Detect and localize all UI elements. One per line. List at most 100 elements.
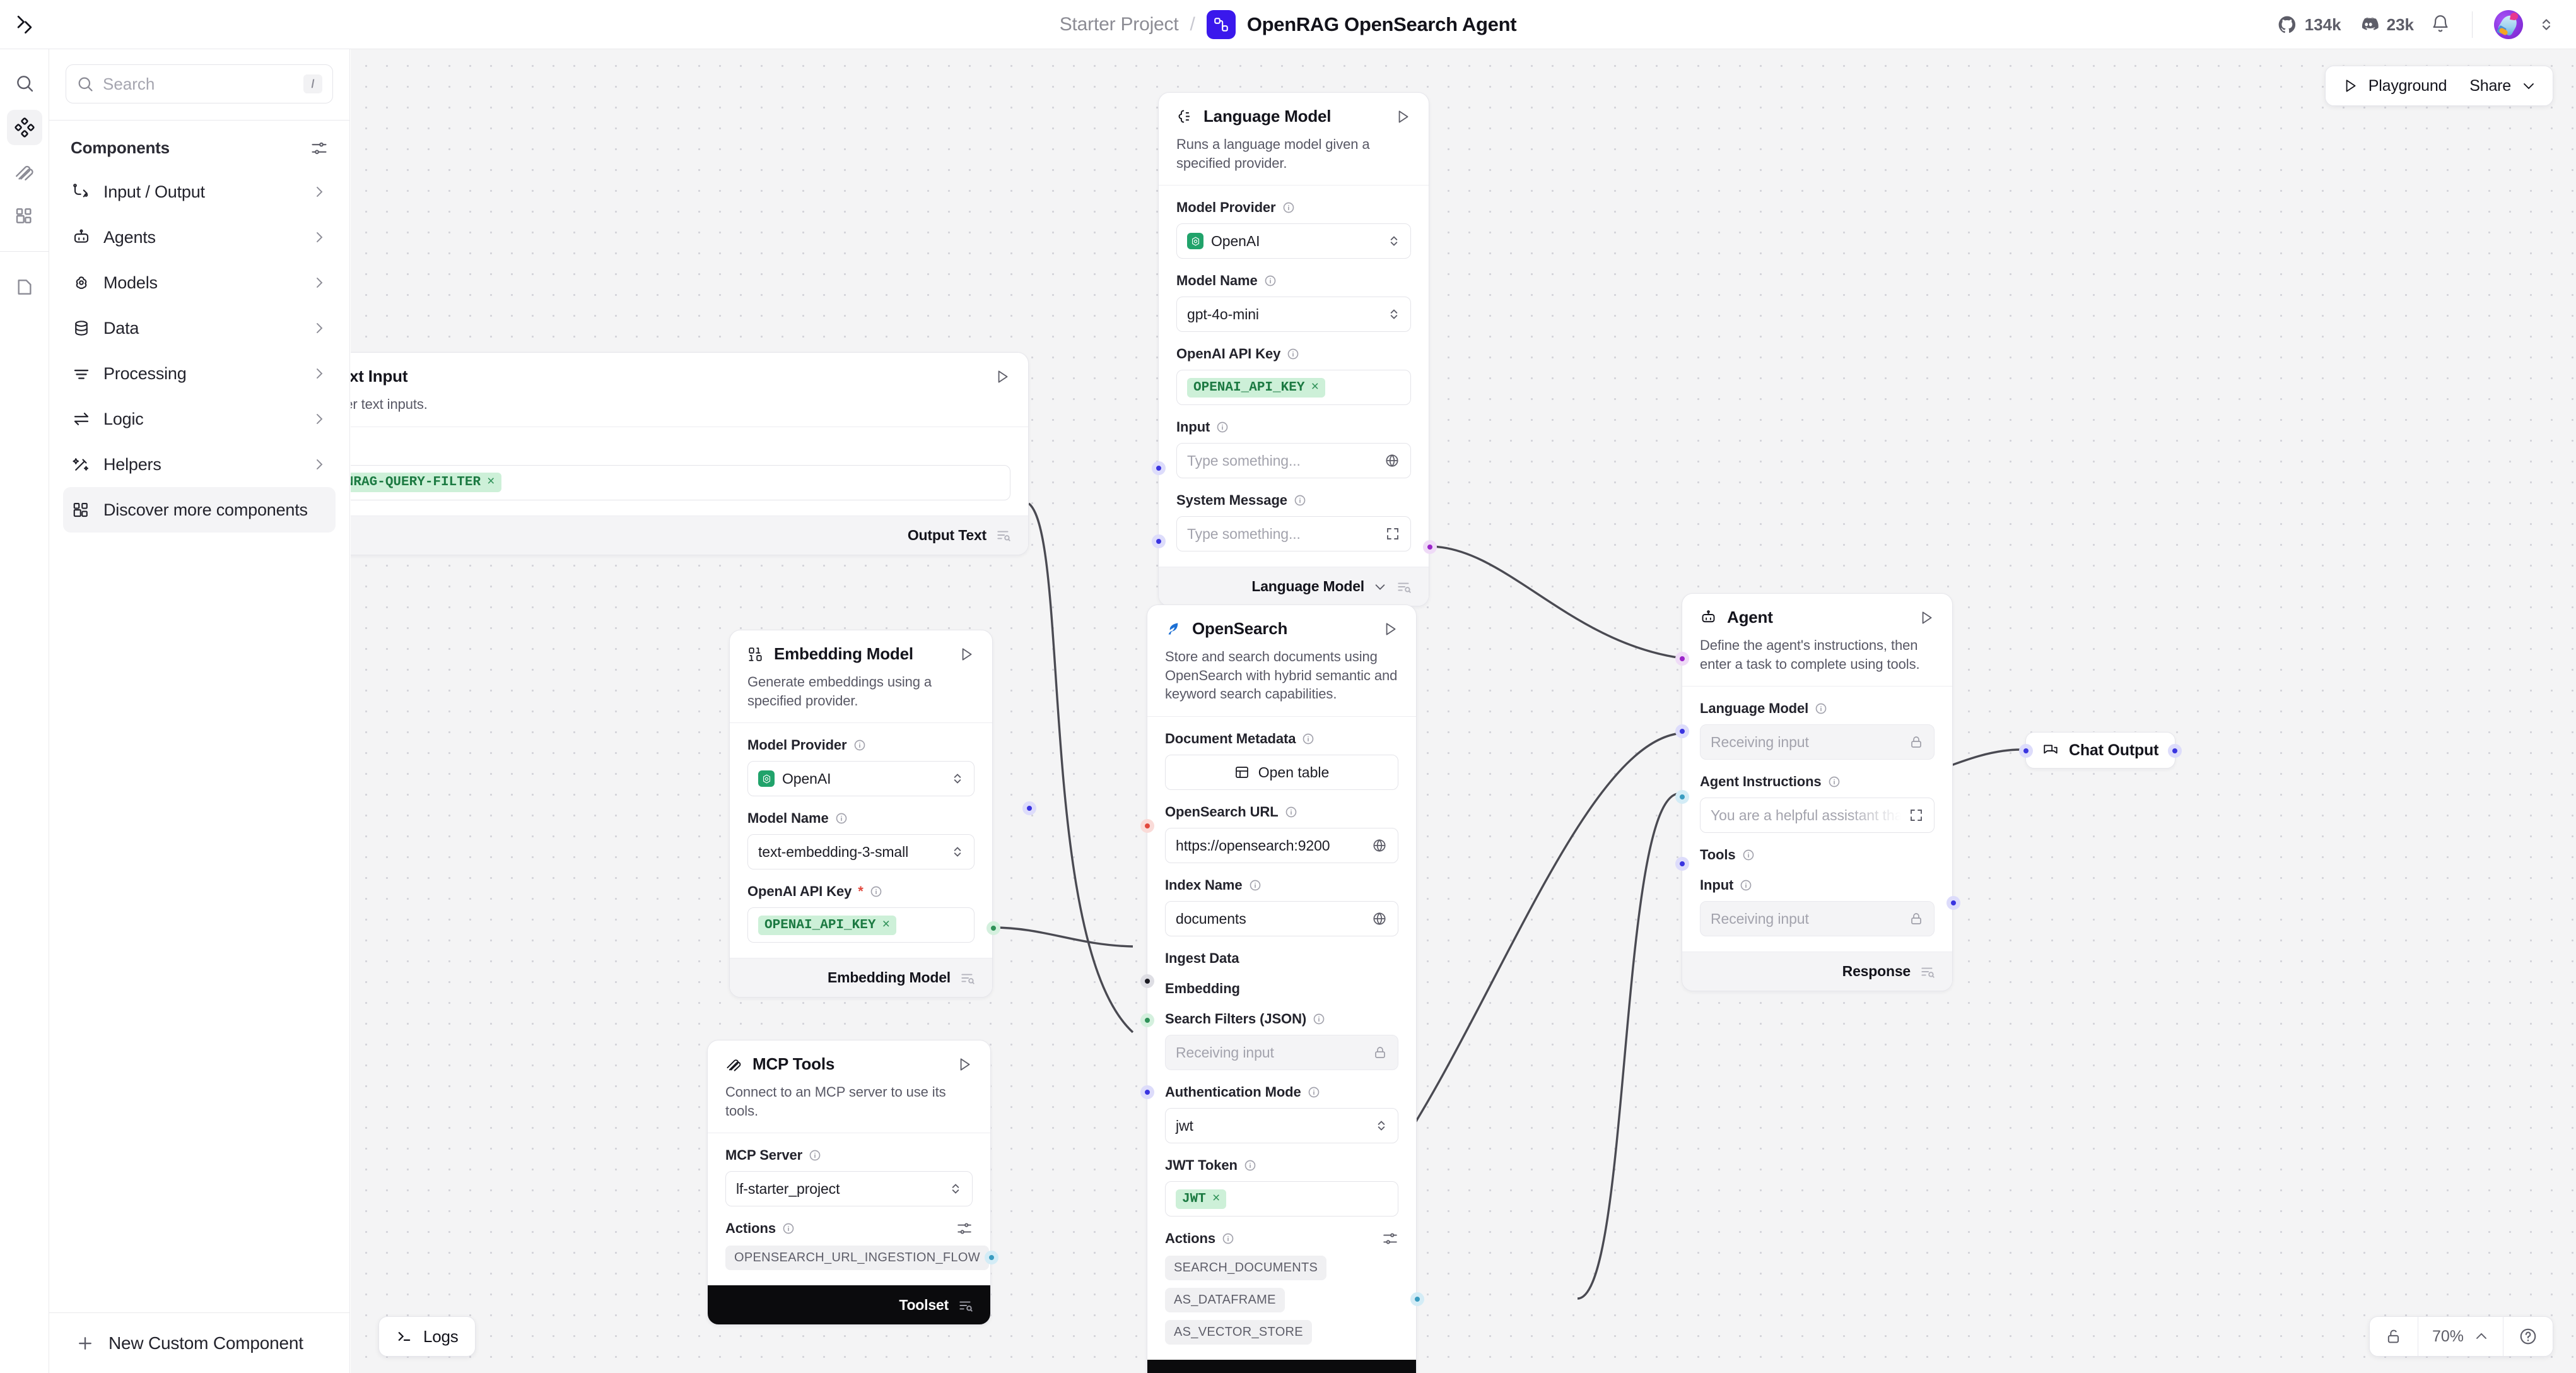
actions-settings-icon[interactable] [1382, 1230, 1398, 1247]
new-custom-component-button[interactable]: New Custom Component [49, 1312, 349, 1373]
github-stars[interactable]: 134k [2277, 15, 2341, 35]
run-node-button[interactable] [956, 1056, 973, 1073]
handle-language-model-input[interactable] [1675, 652, 1689, 666]
zoom-level-button[interactable]: 70% [2418, 1316, 2503, 1357]
agent-instructions-input[interactable]: You are a helpful assistant that can [1700, 798, 1935, 834]
action-tag[interactable]: OPENSEARCH_URL_INGESTION_FLOW [725, 1246, 989, 1271]
search-input[interactable]: Search / [66, 64, 333, 103]
handle-tools[interactable] [1675, 790, 1689, 804]
handle-output-text[interactable] [1022, 801, 1036, 815]
variable-chip[interactable]: OPENRAG-QUERY-FILTER × [351, 473, 501, 493]
sidebar-item-label: Discover more components [103, 500, 308, 519]
handle-embedding[interactable] [1140, 1013, 1154, 1027]
app-logo[interactable] [0, 14, 49, 35]
breadcrumb-project[interactable]: Starter Project [1059, 14, 1179, 35]
handle-document-metadata[interactable] [1140, 819, 1154, 833]
handle-agent-instructions[interactable] [1675, 724, 1689, 738]
sidebar-item-logic[interactable]: Logic [63, 396, 336, 442]
lock-canvas-button[interactable] [2370, 1316, 2418, 1357]
variable-chip[interactable]: JWT × [1176, 1189, 1227, 1209]
bundles-icon [72, 500, 91, 519]
variable-chip[interactable]: OPENAI_API_KEY × [758, 915, 897, 935]
run-node-button[interactable] [1918, 610, 1935, 626]
chip-remove-icon[interactable]: × [487, 475, 495, 490]
sidebar-item-models[interactable]: Models [63, 260, 336, 305]
handle-ingest-data[interactable] [1140, 974, 1154, 988]
handle-output-toolset[interactable] [985, 1251, 998, 1264]
system-message-textfield[interactable]: Type something... [1176, 516, 1411, 552]
handle-chat-output-input[interactable] [2019, 744, 2033, 758]
discord-members[interactable]: 23k [2358, 14, 2414, 35]
sidebar-filter-icon[interactable] [310, 139, 328, 157]
action-tag[interactable]: AS_DATAFRAME [1165, 1288, 1285, 1313]
notifications-bell-button[interactable] [2430, 14, 2450, 35]
chip-remove-icon[interactable]: × [882, 917, 891, 933]
run-node-button[interactable] [994, 368, 1010, 385]
action-tag[interactable]: AS_VECTOR_STORE [1165, 1320, 1312, 1345]
rail-search-button[interactable] [7, 66, 42, 101]
chevron-right-icon [317, 278, 323, 288]
sidebar-item-agents[interactable]: Agents [63, 215, 336, 260]
api-key-input[interactable]: OPENAI_API_KEY × [1176, 370, 1411, 406]
handle-output-response[interactable] [1947, 896, 1960, 910]
node-language-model[interactable]: Language Model Runs a language model giv… [1152, 92, 1437, 607]
node-chat-output[interactable]: Chat Output [2019, 732, 2182, 769]
run-node-button[interactable] [1382, 621, 1398, 637]
output-handle-label: Response [1842, 963, 1911, 980]
model-name-select[interactable]: text-embedding-3-small [747, 834, 975, 870]
auth-mode-select[interactable]: jwt [1165, 1108, 1398, 1144]
rail-mcp-button[interactable] [7, 154, 42, 189]
opensearch-url-input[interactable]: https://opensearch:9200 [1165, 828, 1398, 864]
node-embedding-model[interactable]: Embedding Model Generate embeddings usin… [729, 630, 1000, 998]
flow-canvas[interactable]: Text Input Get user text inputs. Text OP [351, 49, 2576, 1373]
rail-bundles-button[interactable] [7, 198, 42, 233]
handle-input[interactable] [1152, 461, 1166, 475]
share-button[interactable]: Share [2463, 66, 2553, 106]
index-name-input[interactable]: documents [1165, 901, 1398, 937]
node-text-input[interactable]: Text Input Get user text inputs. Text OP [351, 352, 1036, 815]
avatar[interactable] [2494, 10, 2523, 39]
chip-remove-icon[interactable]: × [1212, 1191, 1221, 1206]
action-tag[interactable]: SEARCH_DOCUMENTS [1165, 1256, 1327, 1281]
sidebar-item-processing[interactable]: Processing [63, 351, 336, 396]
model-name-select[interactable]: gpt-4o-mini [1176, 297, 1411, 333]
node-mcp-tools[interactable]: MCP Tools Connect to an MCP server to us… [707, 1040, 998, 1326]
api-key-input[interactable]: OPENAI_API_KEY × [747, 907, 975, 943]
field-model-provider: Model Provider OpenAI [747, 737, 975, 797]
model-provider-select[interactable]: OpenAI [1176, 223, 1411, 259]
variable-chip[interactable]: OPENAI_API_KEY × [1187, 377, 1326, 398]
open-table-label: Open table [1258, 763, 1330, 781]
handle-search-filters[interactable] [1140, 1085, 1154, 1099]
actions-settings-icon[interactable] [956, 1220, 973, 1237]
handle-output-embedding-model[interactable] [986, 921, 1000, 935]
help-button[interactable] [2503, 1316, 2553, 1357]
text-value-input[interactable]: OPENRAG-QUERY-FILTER × [351, 464, 1010, 500]
handle-output-language-model[interactable] [1423, 540, 1437, 554]
account-chevron-icon[interactable] [2539, 15, 2553, 34]
sidebar-item-input-output[interactable]: Input / Output [63, 169, 336, 215]
model-provider-select[interactable]: OpenAI [747, 761, 975, 797]
mcp-server-select[interactable]: lf-starter_project [725, 1171, 973, 1207]
opensearch-header: OpenSearch Store and search documents us… [1147, 605, 1416, 704]
handle-chat-output-output[interactable] [2168, 744, 2182, 758]
node-opensearch[interactable]: OpenSearch Store and search documents us… [1140, 604, 1424, 1373]
node-agent[interactable]: Agent Define the agent's instructions, t… [1675, 593, 1960, 992]
playground-button[interactable]: Playground [2326, 66, 2463, 106]
run-node-button[interactable] [1395, 109, 1411, 125]
run-node-button[interactable] [958, 646, 975, 663]
handle-system-message[interactable] [1152, 534, 1166, 548]
sidebar-item-helpers[interactable]: Helpers [63, 442, 336, 487]
logs-button[interactable]: Logs [379, 1316, 475, 1357]
chip-remove-icon[interactable]: × [1311, 380, 1320, 395]
sidebar-item-data[interactable]: Data [63, 305, 336, 351]
components-title: Components [71, 138, 170, 157]
open-table-button[interactable]: Open table [1165, 755, 1398, 791]
input-textfield[interactable]: Type something... [1176, 443, 1411, 479]
handle-output-toolset[interactable] [1410, 1292, 1424, 1306]
rail-files-button[interactable] [7, 269, 42, 305]
handle-input[interactable] [1675, 857, 1689, 871]
sidebar-item-discover-more[interactable]: Discover more components [63, 487, 336, 533]
rail-components-button[interactable] [6, 110, 42, 145]
jwt-token-input[interactable]: JWT × [1165, 1181, 1398, 1217]
embedding-model-body: Model Provider OpenAI Model Name [730, 722, 992, 958]
